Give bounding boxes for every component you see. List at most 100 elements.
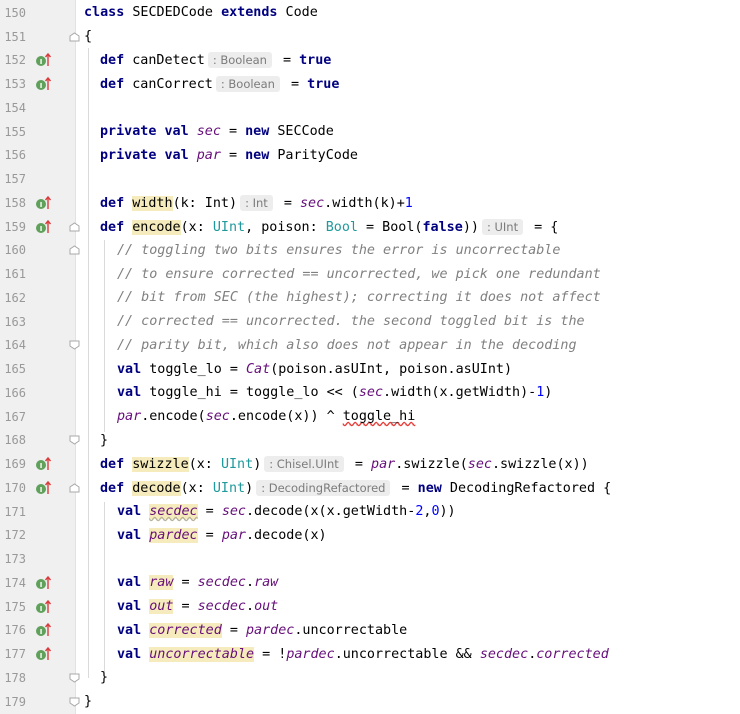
code-text: .width(k)+	[324, 195, 405, 211]
implements-up-arrow-icon[interactable]: I	[35, 575, 51, 591]
implements-up-arrow-icon[interactable]: I	[35, 646, 51, 662]
line-number: 171	[4, 504, 26, 519]
code-text: .	[246, 575, 255, 591]
code-line-170[interactable]: 170 I def decode(x: UInt): DecodingRefac…	[0, 476, 740, 500]
keyword: private val	[100, 147, 189, 163]
implements-up-arrow-icon[interactable]: I	[35, 219, 51, 235]
code-line-159[interactable]: 159 I def encode(x: UInt, poison: Bool =…	[0, 215, 740, 239]
code-line-172[interactable]: 172 val pardec = par.decode(x)	[0, 524, 740, 548]
code-text: .	[528, 646, 537, 662]
class-name: SECDEDCode	[124, 5, 222, 21]
code-line-152[interactable]: 152 I def canDetect: Boolean = true	[0, 49, 740, 73]
code-text: =	[282, 77, 308, 93]
keyword: def	[100, 195, 125, 211]
code-line-164[interactable]: 164 // parity bit, which also does not a…	[0, 334, 740, 358]
fold-marker-icon[interactable]	[69, 483, 80, 493]
fold-marker-icon[interactable]	[69, 222, 80, 232]
code-line-179[interactable]: 179 }	[0, 690, 740, 714]
code-line-156[interactable]: 156 private val par = new ParityCode	[0, 144, 740, 168]
method-name: width	[132, 195, 173, 211]
implements-up-arrow-icon[interactable]: I	[35, 599, 51, 615]
code-text: (x:	[188, 457, 221, 473]
code-line-154[interactable]: 154	[0, 96, 740, 120]
code-line-176[interactable]: 176 I val corrected = pardec.uncorrectab…	[0, 619, 740, 643]
code-line-155[interactable]: 155 private val sec = new SECCode	[0, 120, 740, 144]
implements-up-arrow-icon[interactable]: I	[35, 456, 51, 472]
error-underlined-identifier: toggle_hi	[342, 409, 416, 425]
code-text: }	[100, 670, 109, 686]
code-text: =	[346, 457, 372, 473]
code-text: =	[173, 575, 198, 591]
fold-marker-icon[interactable]	[69, 32, 80, 42]
svg-text:I: I	[40, 462, 43, 470]
keyword: true	[299, 53, 332, 69]
code-text: )	[253, 457, 262, 473]
code-line-150[interactable]: 150 class SECDEDCode extends Code	[0, 1, 740, 25]
fold-marker-icon[interactable]	[69, 245, 80, 255]
line-number: 173	[4, 552, 26, 567]
type-name: Bool	[325, 219, 358, 235]
code-line-173[interactable]: 173	[0, 547, 740, 571]
line-number: 157	[4, 172, 26, 187]
code-line-169[interactable]: 169 I def swizzle(x: UInt): Chisel.UInt …	[0, 452, 740, 476]
keyword: class	[84, 5, 125, 21]
code-text: .encode(x)) ^	[229, 409, 343, 425]
keyword: val	[117, 361, 142, 377]
code-text: (k: Int)	[172, 195, 238, 211]
code-text: }	[84, 694, 93, 710]
code-line-178[interactable]: 178 }	[0, 666, 740, 690]
field-name: secdec	[197, 599, 246, 615]
code-text: ParityCode	[269, 147, 358, 163]
code-text: .decode(x)	[246, 527, 327, 543]
code-line-162[interactable]: 162 // bit from SEC (the highest); corre…	[0, 286, 740, 310]
implements-up-arrow-icon[interactable]: I	[35, 76, 51, 92]
code-text: SECCode	[269, 124, 334, 140]
implements-up-arrow-icon[interactable]: I	[35, 622, 51, 638]
code-line-168[interactable]: 168 }	[0, 429, 740, 453]
line-number: 159	[4, 219, 26, 234]
keyword: val	[117, 385, 142, 401]
svg-text:I: I	[40, 581, 43, 589]
code-line-158[interactable]: 158 I def width(k: Int): Int = sec.width…	[0, 191, 740, 215]
fold-marker-icon[interactable]	[69, 435, 80, 445]
line-number: 172	[4, 528, 26, 543]
code-text: toggle_hi = toggle_lo << (	[141, 385, 359, 401]
line-number: 150	[4, 5, 26, 20]
code-text: =	[173, 599, 198, 615]
implements-up-arrow-icon[interactable]: I	[35, 480, 51, 496]
code-line-163[interactable]: 163 // corrected == uncorrected. the sec…	[0, 310, 740, 334]
code-line-171[interactable]: 171 val secdec = sec.decode(x(x.getWidth…	[0, 500, 740, 524]
code-text: =	[275, 195, 300, 211]
implements-up-arrow-icon[interactable]: I	[35, 195, 51, 211]
code-line-153[interactable]: 153 I def canCorrect: Boolean = true	[0, 72, 740, 96]
code-line-151[interactable]: 151 {	[0, 25, 740, 49]
code-line-167[interactable]: 167 par.encode(sec.encode(x)) ^ toggle_h…	[0, 405, 740, 429]
field-name: sec	[358, 385, 384, 401]
keyword: private val	[100, 124, 189, 140]
code-line-174[interactable]: 174 I val raw = secdec.raw	[0, 571, 740, 595]
line-number: 177	[4, 647, 26, 662]
keyword: def	[100, 219, 125, 235]
editor-gutter[interactable]	[0, 0, 76, 714]
code-line-157[interactable]: 157	[0, 167, 740, 191]
code-line-166[interactable]: 166 val toggle_hi = toggle_lo << (sec.wi…	[0, 381, 740, 405]
code-text: .width(x.getWidth)-	[383, 385, 537, 401]
fold-marker-icon[interactable]	[69, 340, 80, 350]
fold-marker-icon[interactable]	[69, 673, 80, 683]
code-line-161[interactable]: 161 // to ensure corrected == uncorrecte…	[0, 262, 740, 286]
field-name: sec	[196, 124, 221, 140]
code-line-160[interactable]: 160 // toggling two bits ensures the err…	[0, 239, 740, 263]
code-text: (x:	[180, 480, 213, 496]
line-number: 153	[4, 77, 26, 92]
comment: // parity bit, which also does not appea…	[117, 337, 577, 353]
fold-marker-icon[interactable]	[69, 697, 80, 707]
field-name: sec	[299, 195, 325, 211]
code-text: Code	[277, 5, 318, 21]
code-line-165[interactable]: 165 val toggle_lo = Cat(poison.asUInt, p…	[0, 357, 740, 381]
implements-up-arrow-icon[interactable]: I	[35, 52, 51, 68]
code-line-177[interactable]: 177 I val uncorrectable = !pardec.uncorr…	[0, 642, 740, 666]
line-number: 175	[4, 599, 26, 614]
code-line-175[interactable]: 175 I val out = secdec.out	[0, 595, 740, 619]
type-hint: : UInt	[481, 218, 524, 235]
